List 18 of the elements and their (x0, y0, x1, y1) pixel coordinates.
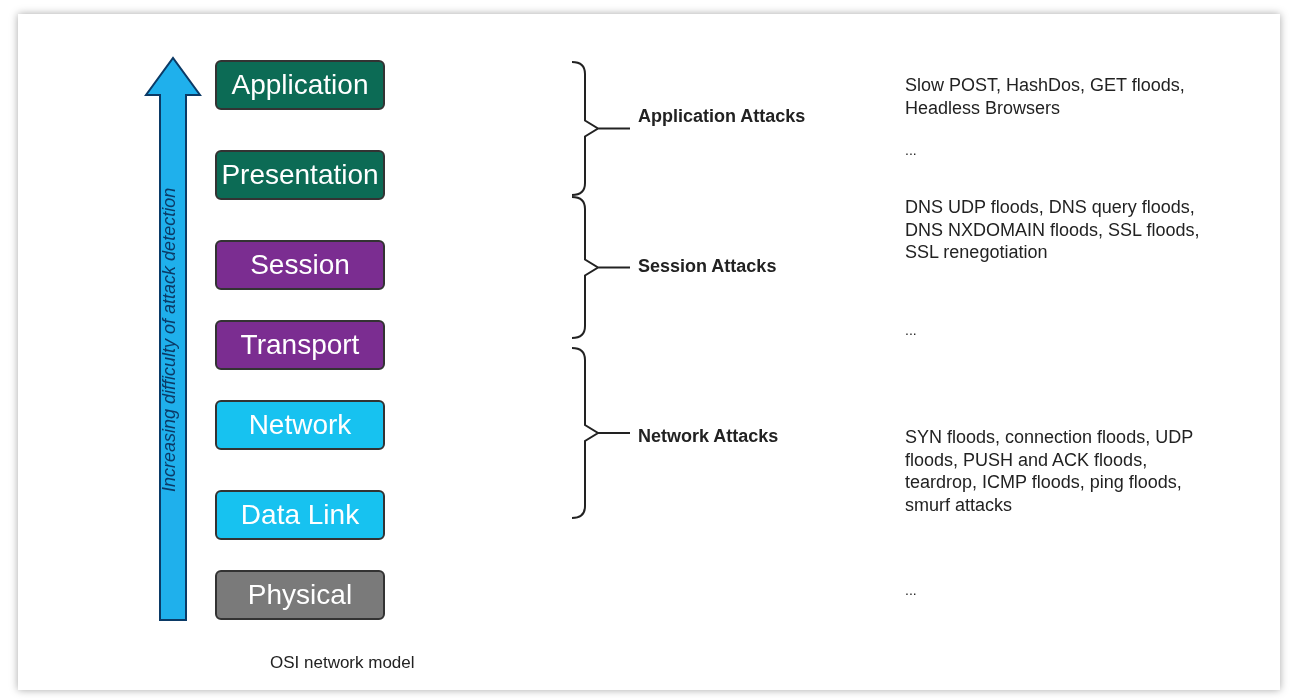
attack-list: SYN floods, connection floods, UDP floods, PUSH and ACK floods, teardrop, ICMP floods, ping floods, smurf attacks (905, 426, 1195, 516)
layer-box: Physical (215, 570, 385, 620)
attack-list: DNS UDP floods, DNS query floods, DNS NXDOMAIN floods, SSL floods, SSL renegotiation (905, 196, 1235, 264)
group-label: Network Attacks (638, 425, 780, 448)
diagram-caption: OSI network model (270, 652, 416, 674)
ellipsis: ... (905, 142, 918, 160)
layer-box: Data Link (215, 490, 385, 540)
layer-box: Network (215, 400, 385, 450)
layer-box: Application (215, 60, 385, 110)
layer-box: Presentation (215, 150, 385, 200)
attack-list: Slow POST, HashDos, GET floods, Headless Browsers (905, 74, 1235, 119)
ellipsis: ... (905, 582, 918, 600)
group-label: Session Attacks (638, 255, 778, 278)
axis-caption: Increasing difficulty of attack detection (158, 186, 180, 495)
group-label: Application Attacks (638, 105, 807, 128)
ellipsis: ... (905, 322, 918, 340)
layer-box: Transport (215, 320, 385, 370)
layer-box: Session (215, 240, 385, 290)
